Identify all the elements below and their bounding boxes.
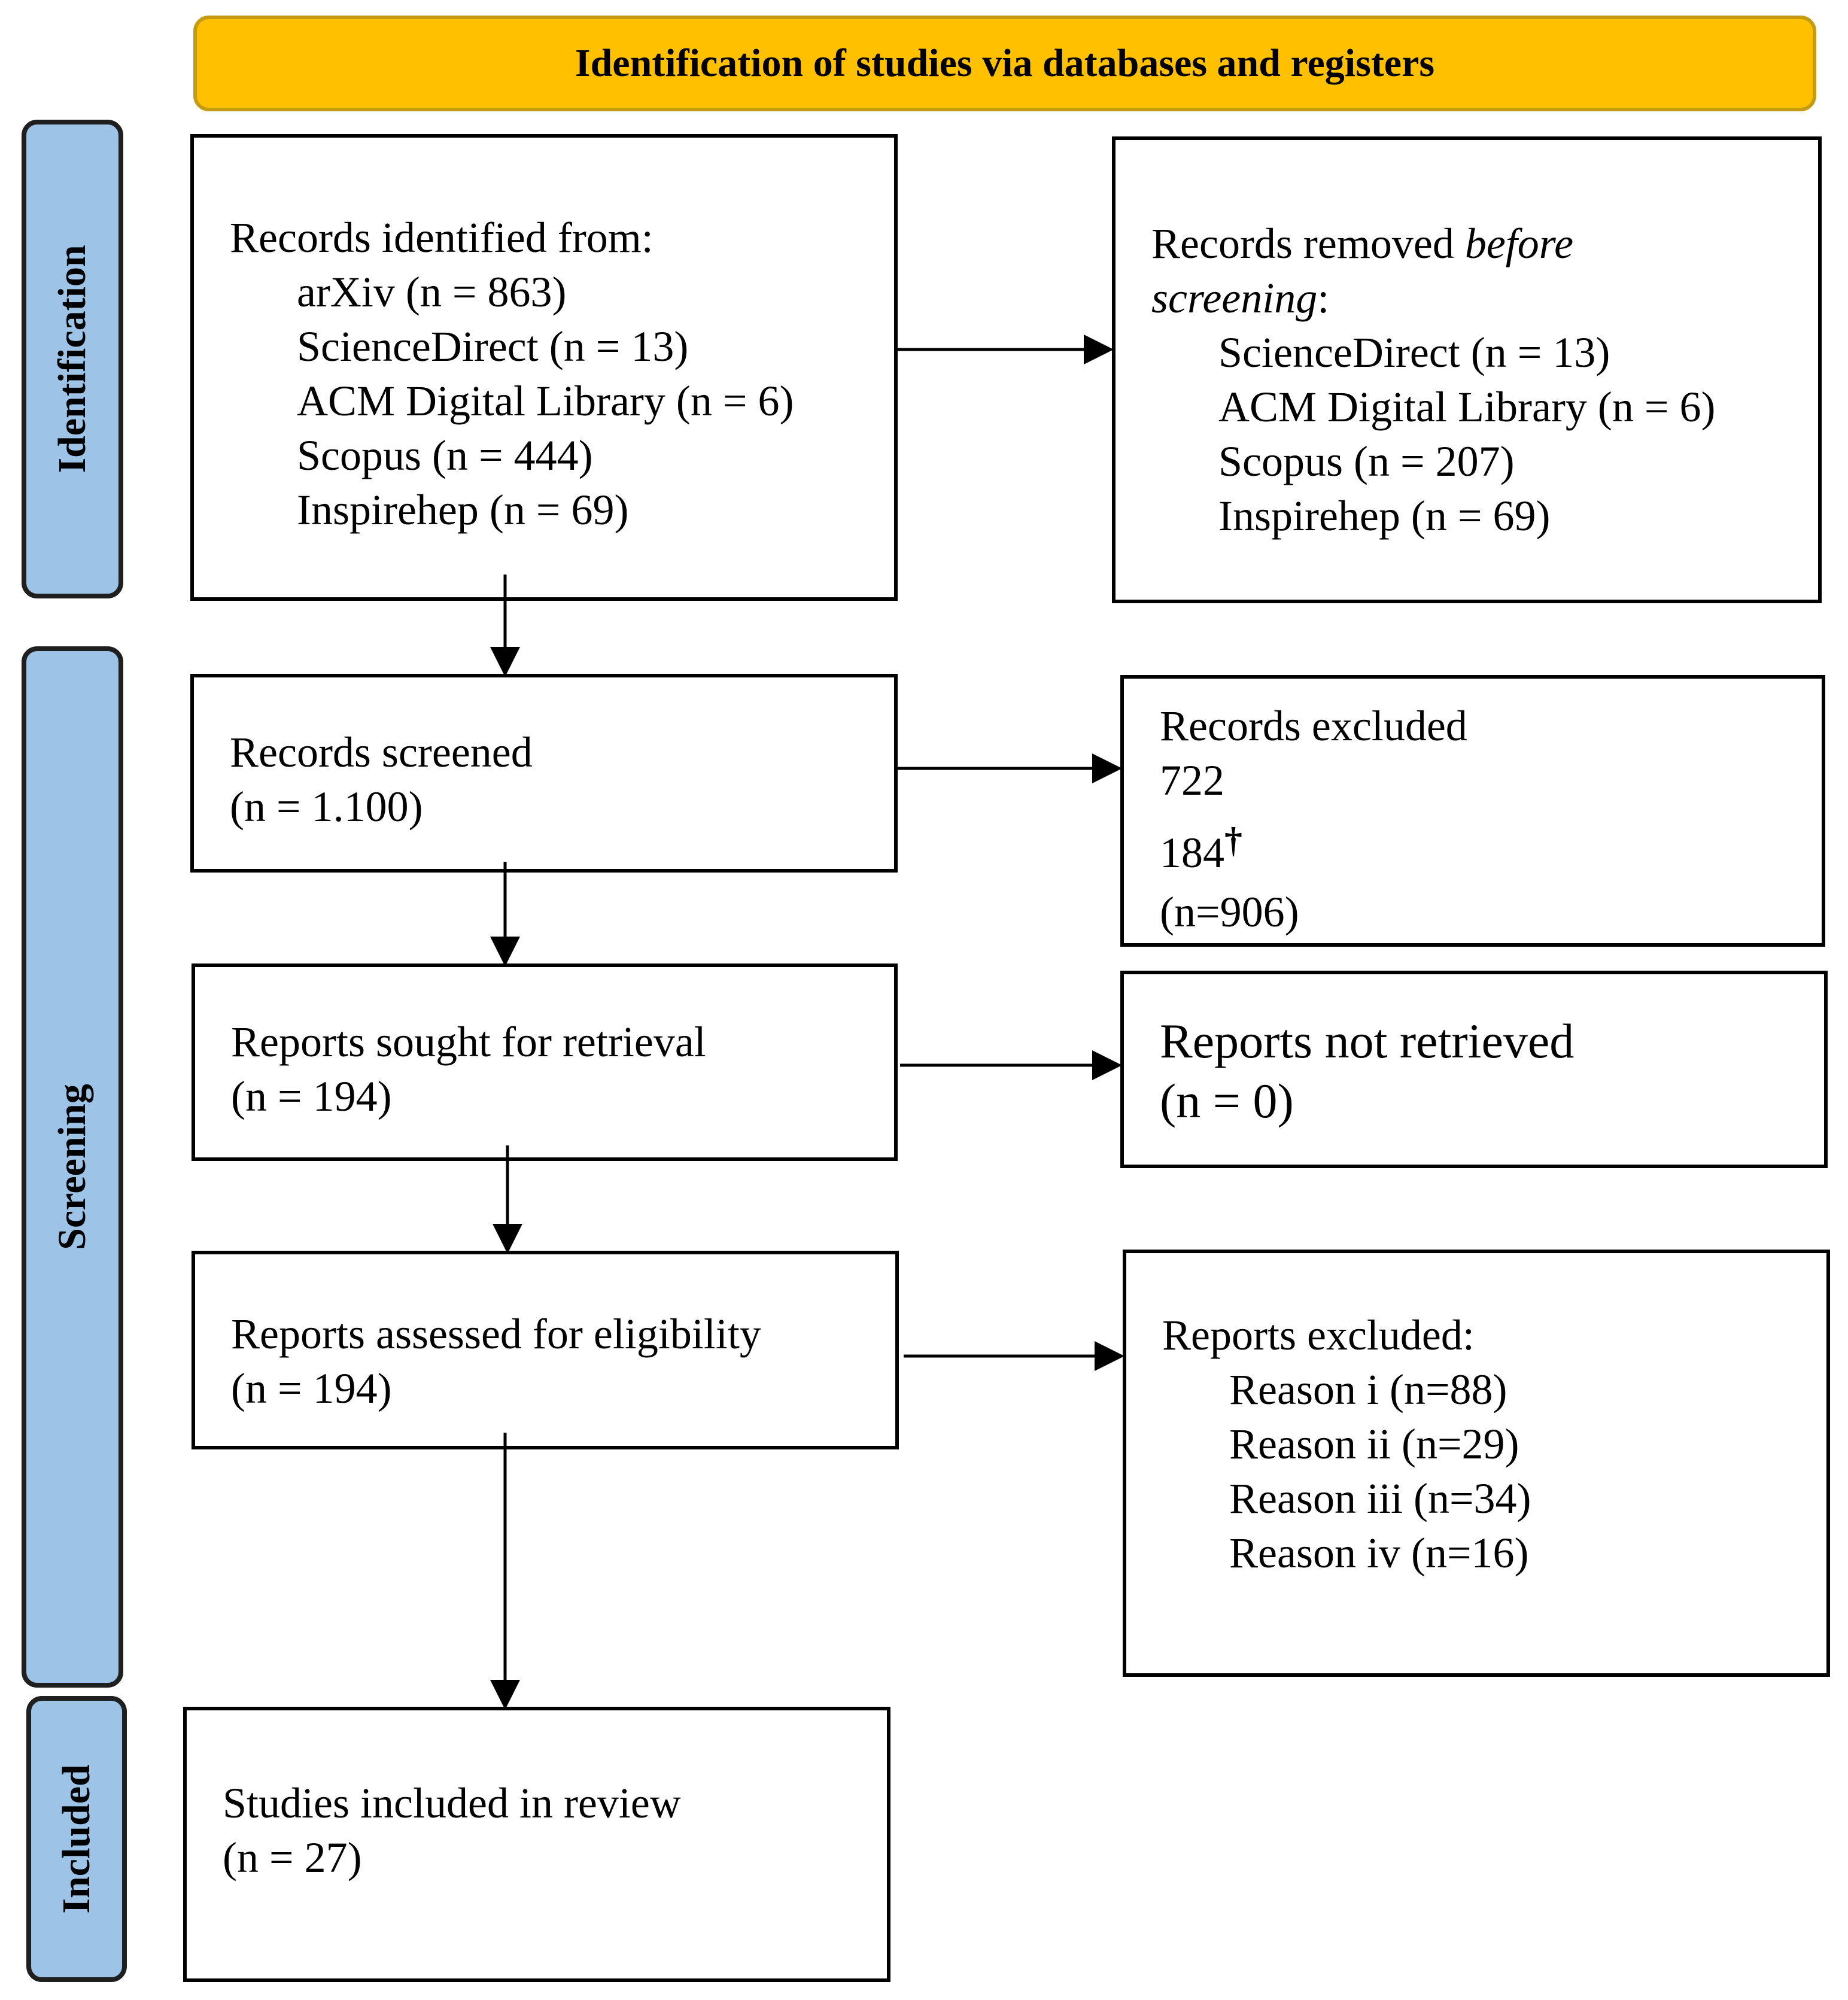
records-removed-heading-colon: :	[1317, 274, 1330, 322]
diagram-header: Identification of studies via databases …	[193, 16, 1816, 111]
records-removed-heading-line-2: screening:	[1151, 271, 1818, 326]
reports-excluded-box: Reports excluded: Reason i (n=88) Reason…	[1123, 1250, 1830, 1677]
records-identified-heading: Records identified from:	[230, 214, 654, 262]
records-excluded-total: (n=906)	[1160, 888, 1299, 936]
removed-acm: ACM Digital Library (n = 6)	[1218, 383, 1716, 431]
studies-included-label: Studies included in review	[223, 1779, 681, 1827]
reports-sought-label: Reports sought for retrieval	[231, 1018, 706, 1066]
reason-iv: Reason iv (n=16)	[1229, 1529, 1529, 1577]
records-screened-box: Records screened (n = 1.100)	[190, 674, 898, 873]
studies-included-count: (n = 27)	[223, 1834, 362, 1882]
records-screened-count: (n = 1.100)	[230, 783, 423, 831]
records-screened-label: Records screened	[230, 728, 533, 776]
source-sciencedirect: ScienceDirect (n = 13)	[297, 323, 689, 370]
records-removed-heading-text: Records removed	[1151, 220, 1465, 268]
reason-ii: Reason ii (n=29)	[1229, 1420, 1519, 1468]
source-scopus: Scopus (n = 444)	[297, 431, 593, 479]
source-acm: ACM Digital Library (n = 6)	[297, 377, 794, 425]
records-removed-box: Records removed before screening: Scienc…	[1112, 136, 1822, 603]
reports-assessed-box: Reports assessed for eligibility (n = 19…	[192, 1251, 899, 1449]
records-excluded-box: Records excluded 722 184† (n=906)	[1120, 675, 1825, 947]
reports-not-retrieved-label: Reports not retrieved	[1160, 1014, 1575, 1068]
reports-sought-count: (n = 194)	[231, 1072, 392, 1120]
records-identified-box: Records identified from: arXiv (n = 863)…	[190, 134, 898, 601]
reports-excluded-heading: Reports excluded:	[1162, 1311, 1475, 1359]
records-excluded-value-2-line: 184†	[1160, 808, 1822, 885]
reports-not-retrieved-box: Reports not retrieved (n = 0)	[1120, 971, 1828, 1168]
reason-i: Reason i (n=88)	[1229, 1366, 1507, 1414]
source-inspirehep: Inspirehep (n = 69)	[297, 486, 629, 534]
records-removed-heading-italic-screening: screening	[1151, 274, 1318, 322]
reports-not-retrieved-count: (n = 0)	[1160, 1074, 1294, 1128]
removed-scopus: Scopus (n = 207)	[1218, 437, 1515, 485]
records-excluded-value-2: 184	[1160, 829, 1224, 877]
removed-sciencedirect: ScienceDirect (n = 13)	[1218, 329, 1610, 376]
removed-inspirehep: Inspirehep (n = 69)	[1218, 492, 1551, 540]
stage-screening: Screening	[22, 646, 123, 1688]
reports-assessed-label: Reports assessed for eligibility	[231, 1310, 761, 1358]
source-arxiv: arXiv (n = 863)	[297, 268, 567, 316]
records-excluded-value-1: 722	[1160, 756, 1224, 804]
records-removed-heading-line-1: Records removed before	[1151, 217, 1818, 271]
header-title: Identification of studies via databases …	[575, 41, 1435, 85]
reports-sought-box: Reports sought for retrieval (n = 194)	[192, 963, 898, 1161]
records-removed-heading-italic-before: before	[1464, 220, 1574, 268]
studies-included-box: Studies included in review (n = 27)	[183, 1707, 890, 1982]
records-excluded-label: Records excluded	[1160, 702, 1467, 750]
stage-identification: Identification	[22, 120, 123, 598]
reason-iii: Reason iii (n=34)	[1229, 1475, 1531, 1522]
reports-assessed-count: (n = 194)	[231, 1364, 392, 1412]
dagger-mark: †	[1224, 820, 1242, 860]
stage-included: Included	[26, 1696, 127, 1982]
